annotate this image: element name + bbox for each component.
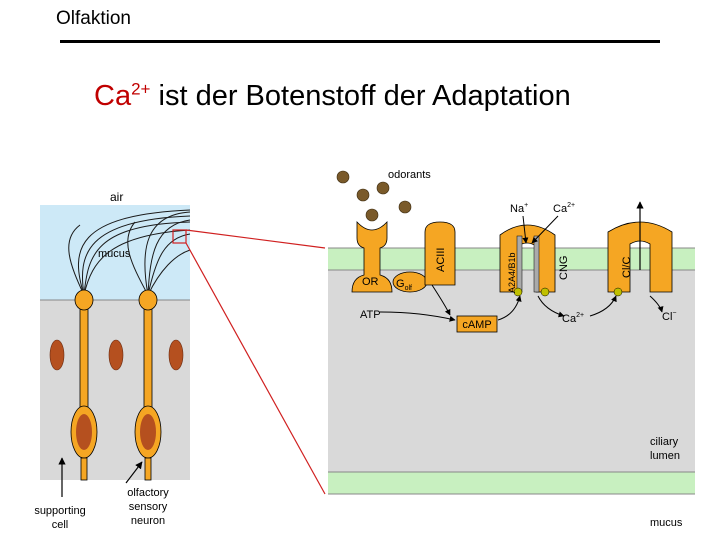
supporting-label-2: cell — [52, 519, 69, 531]
header-divider — [60, 40, 660, 43]
air-mucus-region — [40, 205, 190, 300]
camp-box — [456, 315, 498, 333]
neuron-right — [134, 289, 162, 481]
right-panel: odorants OR Golf ACIII A2A4/B1b CNG Cl/C… — [328, 169, 695, 529]
camp-label: cAMP — [462, 319, 491, 331]
mucus-label: mucus — [98, 248, 131, 260]
ciliary-label-2: lumen — [650, 450, 680, 462]
title-ca: Ca — [94, 80, 132, 112]
golf-label: Golf — [396, 278, 412, 292]
neuron-left — [70, 289, 98, 481]
air-label: air — [110, 190, 123, 204]
left-panel: air mucus — [34, 190, 191, 531]
title-ca-sup: 2+ — [131, 79, 151, 99]
aciii-enzyme — [424, 221, 456, 286]
title-rest: ist der Botenstoff der Adaptation — [150, 80, 571, 112]
neuron-label-1: olfactory — [127, 487, 169, 499]
neuron-label-3: neuron — [131, 515, 165, 527]
clc-label: Cl/C — [621, 257, 633, 278]
ca-inside-label: Ca2+ — [562, 312, 584, 325]
cng-channel — [499, 224, 556, 297]
zoom-box — [172, 229, 187, 244]
epithelium-region — [40, 300, 190, 480]
ca-top-label: Ca2+ — [553, 202, 575, 215]
header-title: Olfaktion — [56, 8, 131, 29]
cl-label: Cl− — [662, 310, 676, 323]
or-receptor — [351, 220, 393, 293]
slide-title: Ca2+ ist der Botenstoff der Adaptation — [94, 80, 571, 113]
cl-channel — [607, 221, 673, 293]
or-label: OR — [362, 276, 379, 288]
odorant-molecules — [336, 170, 412, 222]
ciliary-label-1: ciliary — [650, 436, 679, 448]
ciliary-lumen-region — [328, 270, 695, 472]
supporting-label-1: supporting — [34, 505, 85, 517]
mucus-bottom-label: mucus — [650, 517, 683, 529]
atp-label: ATP — [360, 309, 381, 321]
na-label: Na+ — [510, 202, 528, 215]
cng-label: CNG — [558, 256, 570, 280]
odorants-label: odorants — [388, 169, 431, 181]
aciii-label: ACIII — [435, 248, 447, 272]
membrane-bottom — [328, 472, 695, 494]
neuron-label-2: sensory — [129, 501, 168, 513]
a2a4-label: A2A4/B1b — [507, 252, 517, 293]
